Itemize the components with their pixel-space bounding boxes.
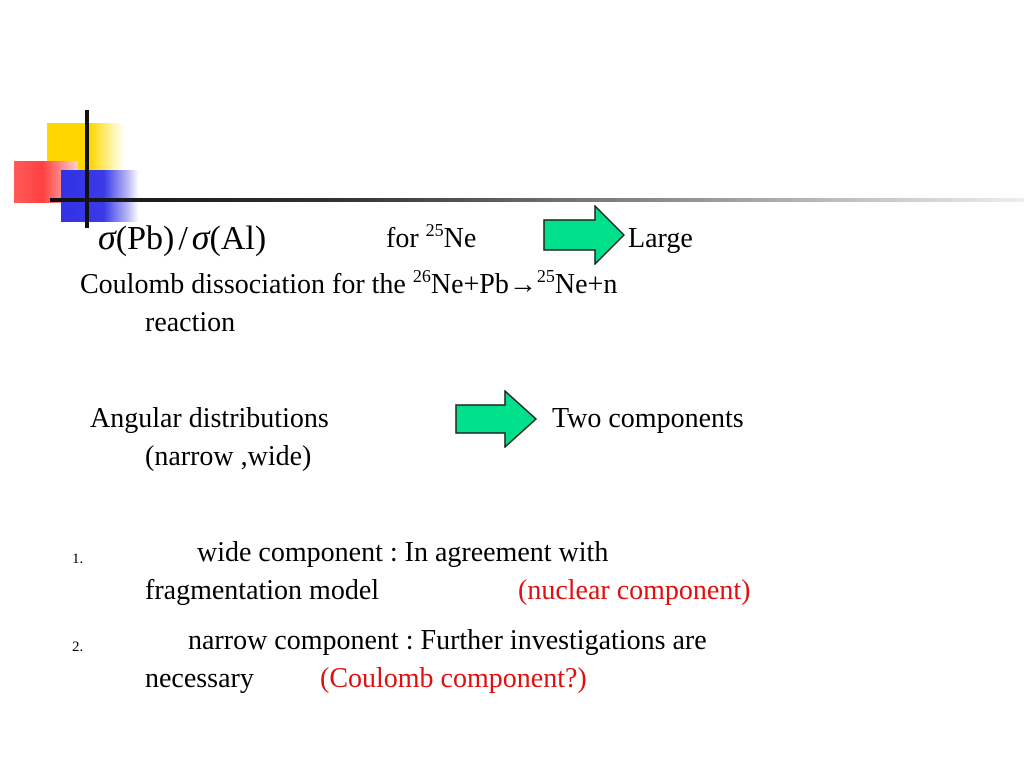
mass-number: 25 [425, 219, 444, 240]
angular-distributions-label: Angular distributions [90, 403, 329, 434]
list-number: 1. [72, 551, 84, 567]
sigma-symbol: σ [98, 217, 116, 257]
sigma-ratio-formula: σ(Pb)/σ(Al) [98, 218, 266, 258]
list-item-narrow-component: narrow component : Further investigation… [188, 625, 707, 656]
pb-label: (Pb) [115, 220, 175, 257]
coulomb-component-note: (Coulomb component?) [320, 663, 587, 694]
mass-number: 25 [536, 265, 555, 286]
decor-blue-square [61, 170, 139, 222]
nuclear-component-note: (nuclear component) [518, 575, 751, 606]
continuation-text: fragmentation model [145, 575, 380, 606]
arrow-right-icon [543, 205, 625, 265]
sigma-symbol: σ [191, 217, 210, 257]
ratio-slash: / [178, 220, 188, 257]
list-item-continuation: necessary [145, 662, 254, 696]
list-item-wide-component: wide component : In agreement with [197, 537, 609, 568]
for-text: for [386, 223, 426, 254]
al-label: (Al) [209, 220, 267, 257]
decor-vertical-line [85, 110, 89, 228]
reaction-text: Ne+Pb→ [430, 269, 537, 300]
element-symbol: Ne [443, 223, 477, 254]
mass-number: 26 [412, 265, 431, 286]
reaction-text: Ne+n [554, 269, 618, 300]
coulomb-dissociation-line: Coulomb dissociation for the 26Ne+Pb→25N… [80, 265, 618, 302]
result-two-components: Two components [552, 403, 744, 434]
reaction-continuation: reaction [145, 307, 236, 338]
for-ne-label: for 25Ne [386, 219, 477, 256]
result-large: Large [628, 223, 693, 254]
list-number: 2. [72, 639, 84, 655]
continuation-text: necessary [145, 663, 254, 694]
coulomb-text: Coulomb dissociation for the [80, 269, 413, 300]
narrow-wide-continuation: (narrow ,wide) [145, 441, 312, 472]
list-item-continuation: fragmentation model [145, 574, 379, 608]
arrow-right-icon [455, 390, 537, 448]
title-divider-line [50, 198, 1024, 202]
